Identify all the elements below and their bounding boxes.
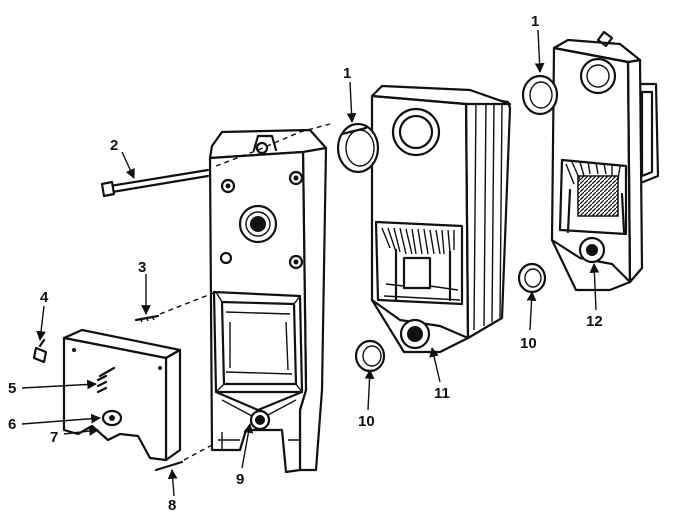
tie-rod — [100, 168, 210, 198]
rear-section — [550, 30, 660, 292]
nut-part-4 — [32, 338, 48, 364]
callout-labels: 1 1 2 3 4 5 6 7 8 9 10 11 10 12 — [8, 13, 603, 514]
callout-12: 12 — [586, 313, 603, 330]
stud — [134, 314, 160, 323]
callout-3: 3 — [138, 259, 146, 276]
callout-10-middle: 10 — [358, 413, 375, 430]
callout-4: 4 — [40, 289, 49, 306]
front-section — [208, 128, 328, 474]
leader-lines — [21, 29, 600, 497]
boss-left-mid — [219, 251, 233, 265]
firebox-opening — [212, 290, 304, 394]
callout-7: 7 — [50, 429, 58, 446]
top-port-12 — [579, 57, 617, 95]
pin-alignment-line — [183, 443, 215, 461]
callout-6: 6 — [8, 416, 16, 433]
flue-cover-plate — [62, 328, 182, 462]
callout-11: 11 — [434, 385, 450, 402]
callout-8: 8 — [168, 497, 176, 514]
tie-rod-alignment-line — [215, 123, 331, 167]
callout-2: 2 — [110, 137, 118, 154]
callout-10-rear: 10 — [520, 335, 537, 352]
callout-5: 5 — [8, 380, 16, 397]
callout-1-rear: 1 — [531, 13, 539, 30]
gasket-ring-upper-rear — [521, 74, 559, 116]
intermediate-section — [370, 84, 512, 354]
push-nipple-lower-middle — [354, 339, 386, 373]
stud-alignment-line — [159, 291, 217, 315]
gasket-ring-upper-middle — [336, 122, 380, 174]
callout-9: 9 — [236, 471, 244, 488]
push-nipple-lower-rear — [517, 262, 547, 294]
callout-1-middle: 1 — [343, 65, 351, 82]
pin-part-8 — [154, 460, 184, 472]
